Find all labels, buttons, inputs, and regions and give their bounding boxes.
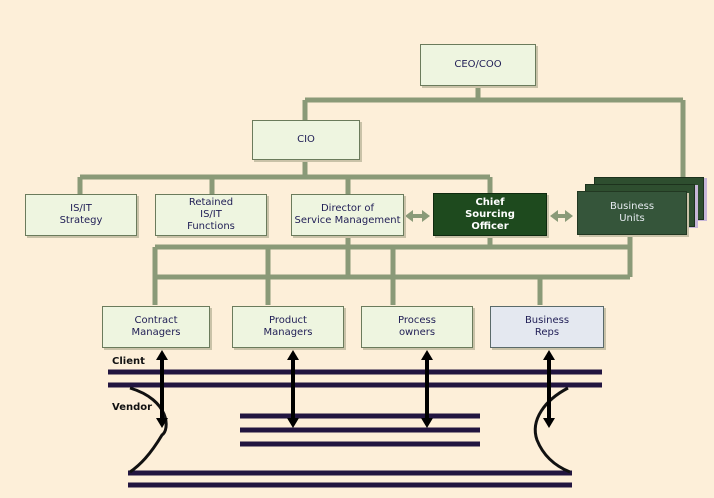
arrow-head-up-icon — [543, 350, 555, 360]
node-chief-sourcing-officer: Chief Sourcing Officer — [433, 193, 547, 236]
client-vendor-lines — [108, 369, 602, 488]
arrow-head-down-icon — [543, 418, 555, 428]
node-contract-managers: Contract Managers — [102, 306, 210, 348]
arrow-head-up-icon — [287, 350, 299, 360]
node-product-managers: Product Managers — [232, 306, 344, 348]
arrow-head-up-icon — [156, 350, 168, 360]
org-connectors — [77, 86, 686, 305]
node-retained-functions: Retained IS/IT Functions — [155, 194, 267, 236]
arrow-head-down-icon — [287, 418, 299, 428]
node-cio: CIO — [252, 120, 360, 160]
vendor-label: Vendor — [112, 402, 153, 413]
node-process-owners: Process owners — [361, 306, 473, 348]
node-director-service-management: Director of Service Management — [291, 194, 404, 236]
node-business-reps: Business Reps — [490, 306, 604, 348]
node-ceo: CEO/COO — [420, 44, 536, 86]
right-vendor-curve — [533, 386, 571, 474]
arrow-head-down-icon — [421, 418, 433, 428]
node-isit-strategy: IS/IT Strategy — [25, 194, 137, 236]
client-label: Client — [112, 356, 145, 367]
vendor-curves — [129, 386, 571, 474]
double-arrow-icon — [405, 210, 430, 222]
double-arrow-icon — [550, 210, 573, 222]
left-vendor-curve — [129, 386, 168, 474]
interface-arrows — [156, 350, 555, 428]
bidirectional-arrows — [405, 210, 573, 222]
node-business-units: Business Units — [577, 191, 687, 235]
arrow-head-down-icon — [156, 418, 168, 428]
arrow-head-up-icon — [421, 350, 433, 360]
